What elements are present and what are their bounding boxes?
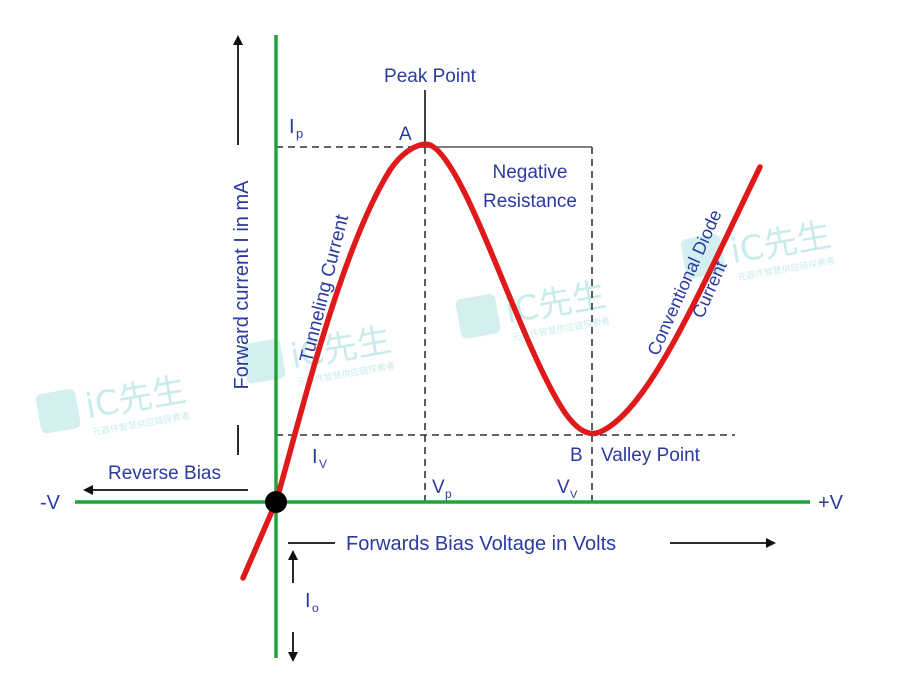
minus-v-label: -V <box>40 492 61 514</box>
vv-label: V V <box>557 477 578 501</box>
vv-main: V <box>557 477 570 498</box>
iv-sub: V <box>319 457 327 471</box>
iv-main: I <box>312 446 318 468</box>
watermark-group: iC先生 元器件智慧供应链探索者 iC先生 元器件智慧供应链探索者 iC先生 元… <box>35 215 836 439</box>
vp-main: V <box>432 477 445 498</box>
x-axis-label: Forwards Bias Voltage in Volts <box>346 533 616 555</box>
arrows <box>83 35 776 662</box>
point-a-label: A <box>399 124 412 145</box>
watermark-logo-icon <box>35 389 81 434</box>
io-sub: o <box>312 601 319 615</box>
peak-point-label: Peak Point <box>384 66 477 87</box>
valley-point-label: Valley Point <box>601 445 701 466</box>
io-main: I <box>305 590 311 612</box>
ip-label: I p <box>289 116 303 141</box>
negative-resistance-line2: Resistance <box>483 191 577 212</box>
plus-v-label: +V <box>818 492 844 514</box>
axes <box>75 35 810 658</box>
point-b-label: B <box>570 445 583 466</box>
ip-main: I <box>289 116 295 138</box>
watermark-1: iC先生 元器件智慧供应链探索者 <box>35 370 191 439</box>
ip-sub: p <box>296 126 303 141</box>
vp-sub: p <box>445 487 452 501</box>
iv-label: I V <box>312 446 327 471</box>
watermark-3: iC先生 元器件智慧供应链探索者 <box>455 275 611 344</box>
negative-resistance-line1: Negative <box>493 162 568 183</box>
io-label: I o <box>305 590 319 615</box>
y-axis-label: Forward current I in mA <box>231 180 253 390</box>
dashed-lines <box>276 146 735 502</box>
reverse-bias-label: Reverse Bias <box>108 463 221 484</box>
watermark-logo-icon <box>455 294 501 339</box>
vp-label: V p <box>432 477 452 501</box>
vv-sub: V <box>570 489 578 501</box>
iv-curve <box>240 141 763 581</box>
origin-dot <box>265 491 287 513</box>
